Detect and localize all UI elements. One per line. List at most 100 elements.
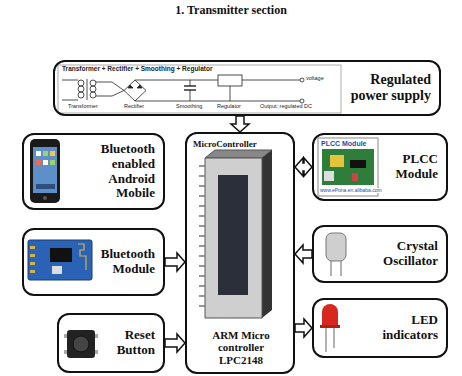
power-supply-circuit-part [218, 75, 242, 86]
node-label: LED indicators [359, 313, 438, 342]
power-supply-circuit-part [90, 86, 96, 92]
reset-button-picture-part [64, 350, 67, 354]
bluetooth-board-picture-part [52, 266, 62, 274]
led-indicators-box: LED indicators [312, 298, 448, 358]
reset-button-box: Reset Button [57, 313, 165, 373]
power-supply-circuit-part [300, 99, 304, 103]
phone-picture-part [33, 147, 57, 193]
illustration-label: Rectifier [124, 104, 144, 110]
node-label: Bluetooth Module [96, 247, 155, 276]
power-supply-circuit-part [300, 78, 304, 82]
reset-button-picture-part [95, 334, 98, 338]
chip-picture-part [205, 150, 272, 158]
power-supply-circuit-part [242, 80, 300, 81]
phone-picture-part [43, 196, 47, 200]
node-label: Crystal Oscillator [359, 239, 438, 268]
diagram-title: 1. Transmitter section [0, 4, 462, 17]
bluetooth-module-box: Bluetooth Module [22, 228, 165, 296]
power-supply-circuit-part [190, 80, 191, 86]
plcc-board-picture-part [330, 155, 344, 167]
block-arrow [295, 158, 312, 176]
chip-picture-part [205, 158, 262, 318]
illustration-label: Regulator [217, 104, 241, 110]
block-arrow [231, 116, 249, 132]
phone-picture-part [36, 151, 41, 156]
mobile-box: Bluetooth enabled Android Mobile [22, 133, 165, 210]
led-picture-part [325, 328, 327, 352]
phone-picture-part [36, 184, 55, 189]
led-picture-part [333, 328, 335, 348]
crystal-picture-part [326, 233, 346, 261]
block-arrow [165, 334, 185, 352]
bluetooth-board-picture-part [50, 248, 72, 262]
plcc-board-picture-part [324, 171, 334, 181]
reset-button-picture-part [67, 330, 95, 358]
bluetooth-board-picture-part [30, 254, 35, 257]
power-supply-circuit-part [78, 92, 84, 98]
node-label: Reset Button [104, 328, 155, 357]
power-supply-circuit-part [137, 85, 142, 88]
crystal-picture [326, 233, 346, 276]
chip-picture-part [199, 166, 205, 306]
crystal-picture-part [330, 261, 332, 276]
block-arrow [295, 319, 312, 337]
power-supply-circuit [58, 65, 341, 113]
power-supply-circuit-part [58, 65, 341, 113]
power-supply-circuit-part [190, 90, 191, 101]
phone-picture [30, 139, 60, 203]
power-supply-circuit-part [62, 100, 78, 101]
block-arrow [295, 245, 312, 263]
crystal-oscillator-box: Crystal Oscillator [312, 225, 448, 283]
node-label: Regulated power supply [347, 72, 431, 103]
power-supply-circuit-part [135, 80, 218, 81]
microcontroller-box: MicroControllerARM Micro controller LPC2… [185, 132, 295, 374]
phone-picture-part [50, 151, 55, 156]
illustration-label: PLCC Module [321, 140, 367, 147]
power-supply-circuit-part [78, 80, 84, 86]
phone-picture-part [50, 160, 55, 165]
plcc-board-picture-part [352, 173, 358, 181]
power-supply-circuit-part [78, 86, 84, 92]
bluetooth-board-picture-part [30, 262, 35, 265]
phone-picture-part [43, 151, 48, 156]
illustration-label: voltage [306, 76, 324, 82]
chip-picture-part [262, 150, 272, 318]
power-supply-circuit-part [90, 92, 96, 98]
led-picture [320, 304, 340, 352]
bluetooth-board-picture-part [78, 244, 86, 270]
crystal-picture-part [340, 261, 342, 276]
illustration-label: Smoothing [176, 104, 202, 110]
power-supply-circuit-part [184, 85, 196, 86]
illustration-label: Transformer [68, 104, 98, 110]
illustration-label: Transformer + Rectifier + Smoothing + Re… [62, 66, 212, 73]
phone-picture-part [43, 160, 48, 165]
power-supply-circuit-part [96, 91, 124, 97]
node-label: Bluetooth enabled Android Mobile [74, 142, 155, 200]
reset-button-picture [64, 330, 98, 358]
illustration-label: Output: regulated DC [260, 104, 312, 110]
bluetooth-board-picture-part [30, 270, 35, 273]
reset-button-picture-part [95, 350, 98, 354]
block-arrow [165, 253, 185, 271]
node-label: PLCC Module [386, 152, 438, 181]
phone-picture-part [36, 160, 41, 165]
power-supply-circuit-part [87, 79, 88, 100]
chip-picture [199, 150, 272, 318]
led-picture-part [322, 304, 338, 320]
power-supply-circuit-part [96, 82, 124, 91]
plcc-board-picture-part [322, 149, 374, 185]
plcc-board-picture-part [350, 160, 366, 168]
chip-picture-part [218, 175, 248, 295]
power-supply-circuit-part [124, 80, 146, 101]
illustration-label: www.ePona.en.alibaba.com [320, 188, 382, 193]
reset-button-picture-part [73, 336, 89, 352]
power-supply-circuit-part [135, 101, 300, 102]
node-label: MicroController [193, 139, 289, 149]
led-picture-part [320, 325, 340, 328]
bluetooth-board-picture-part [30, 246, 35, 249]
bluetooth-board-picture-part [28, 240, 92, 280]
power-supply-circuit-part [230, 86, 231, 101]
power-supply-circuit-part [128, 85, 133, 88]
node-label: ARM Micro controller LPC2148 [196, 329, 286, 366]
